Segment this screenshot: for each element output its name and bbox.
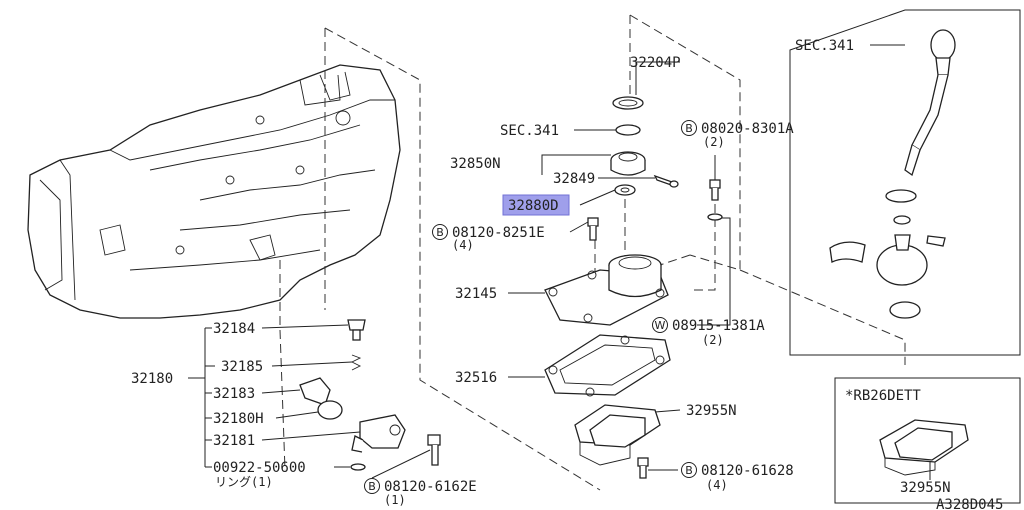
- label-08120-8251E: 08120-8251E: [452, 225, 545, 241]
- washer-08915-1381A-part: [707, 213, 723, 221]
- diagram-code: A328D045: [936, 497, 1003, 510]
- bolt-08020-8301A-label[interactable]: B 08020-8301A (2): [681, 120, 795, 150]
- plate-32955N: [574, 404, 661, 466]
- bolt-08120-6162E-part: [427, 434, 441, 466]
- label-32850N[interactable]: 32850N: [450, 156, 501, 172]
- label-sec341-right[interactable]: SEC.341: [795, 38, 854, 54]
- washer-32880D: [614, 184, 636, 196]
- label-32849[interactable]: 32849: [553, 171, 595, 187]
- bolt-08120-61628-part: [637, 457, 649, 479]
- labels: 32204P SEC.341 32850N 32849 32880D B 081…: [131, 38, 1003, 510]
- label-32185[interactable]: 32185: [221, 359, 263, 375]
- label-32204P[interactable]: 32204P: [630, 55, 681, 71]
- label-32955N[interactable]: 32955N: [686, 403, 737, 419]
- label-32184[interactable]: 32184: [213, 321, 255, 337]
- bolt-08120-8251E-part: [587, 217, 599, 241]
- switch-32184: [347, 319, 366, 341]
- bolt-08020-8301A-part: [709, 179, 721, 201]
- transmission-housing: [27, 64, 401, 319]
- bolt-08120-6162E-label[interactable]: B 08120-6162E (1): [364, 478, 477, 508]
- label-32516[interactable]: 32516: [455, 370, 497, 386]
- inset-label-32955N[interactable]: 32955N: [900, 480, 951, 496]
- label-00922-50600[interactable]: 00922-50600: [213, 460, 306, 476]
- qty-08020-8301A: (2): [703, 135, 725, 149]
- ring-00922-50600: [350, 463, 366, 471]
- label-32180[interactable]: 32180: [131, 371, 173, 387]
- ring-sec341: [615, 124, 641, 136]
- snap-ring-32204P: [612, 96, 644, 110]
- bushing-32850N: [610, 151, 646, 176]
- inset-title: *RB26DETT: [845, 388, 921, 404]
- qty-08915-1381A: (2): [702, 333, 724, 347]
- qty-08120-6162E: (1): [384, 493, 406, 507]
- label-32880D[interactable]: 32880D: [508, 198, 559, 214]
- bolt-marker: B: [685, 122, 693, 135]
- inset-rb26dett: [834, 377, 1021, 504]
- spring-32185: [350, 354, 362, 371]
- label-sec341-center[interactable]: SEC.341: [500, 123, 559, 139]
- label-08020-8301A: 08020-8301A: [701, 121, 794, 137]
- bracket-32183: [299, 377, 331, 406]
- pin-32849: [653, 174, 679, 188]
- bolt-marker: B: [368, 480, 376, 493]
- sensor-32181: [351, 414, 406, 453]
- bolt-marker: B: [436, 226, 444, 239]
- qty-08120-8251E: (4): [452, 238, 474, 252]
- bolt-08120-8251E-label[interactable]: B 08120-8251E (4): [432, 224, 545, 253]
- bolt-08120-61628-label[interactable]: B 08120-61628 (4): [681, 462, 794, 493]
- assembly-dash-lines: [279, 14, 906, 491]
- oring-32180H: [317, 400, 343, 420]
- label-32183[interactable]: 32183: [213, 386, 255, 402]
- gasket-32516: [544, 334, 671, 397]
- label-32180H[interactable]: 32180H: [213, 411, 264, 427]
- bolt-marker: B: [685, 464, 693, 477]
- label-08915-1381A: 08915-1381A: [672, 318, 765, 334]
- label-08120-61628: 08120-61628: [701, 463, 794, 479]
- washer-marker: W: [655, 319, 666, 332]
- qty-08120-61628: (4): [706, 478, 728, 492]
- highlight-32880D: [502, 194, 570, 216]
- label-32181[interactable]: 32181: [213, 433, 255, 449]
- label-ring-note: リング(1): [215, 475, 273, 489]
- label-32145[interactable]: 32145: [455, 286, 497, 302]
- leader-lines: [188, 44, 931, 480]
- shift-lever-assembly: [789, 9, 1021, 356]
- washer-08915-1381A-label[interactable]: W 08915-1381A (2): [652, 317, 766, 348]
- label-08120-6162E: 08120-6162E: [384, 479, 477, 495]
- control-housing-32145: [544, 254, 669, 326]
